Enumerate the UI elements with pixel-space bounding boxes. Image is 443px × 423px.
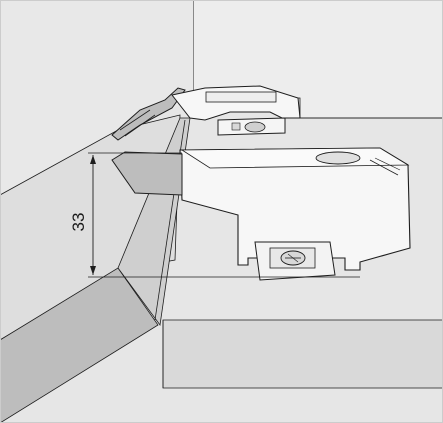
door-panel	[0, 267, 159, 423]
mounting-plate	[254, 241, 336, 281]
dimension-33: 33	[69, 152, 360, 278]
hinge-body	[179, 147, 411, 271]
bottom-panel	[162, 319, 443, 389]
left-wall	[0, 0, 193, 195]
dimension-arrow-bottom-icon	[90, 266, 96, 275]
dimension-label: 33	[69, 213, 88, 232]
dimension-arrow-top-icon	[90, 155, 96, 164]
hinge-top-arm	[111, 85, 301, 141]
